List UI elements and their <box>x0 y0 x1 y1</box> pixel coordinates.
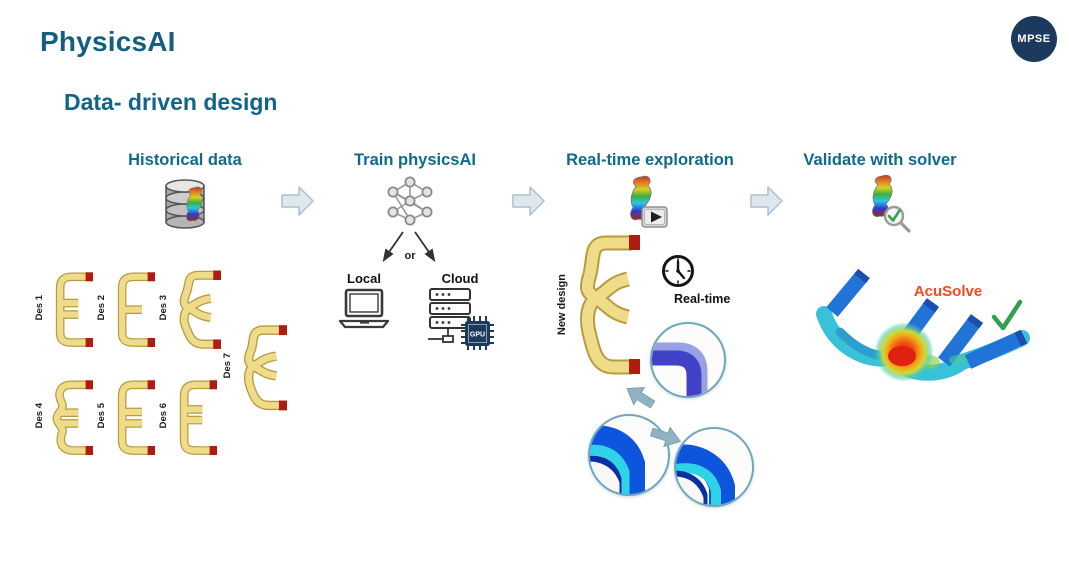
new-design-label: New design <box>556 274 568 336</box>
design-thumbnail: Des 5 <box>96 368 155 464</box>
manifold-new-design <box>580 235 640 375</box>
gpu-chip-icon: GPU <box>461 316 494 350</box>
manifold-des5 <box>117 380 155 456</box>
cfd-result-manifold <box>816 268 1030 382</box>
design-label: Des 5 <box>96 403 107 429</box>
manifold-des3 <box>179 270 221 349</box>
page-subtitle: Data- driven design <box>64 89 278 115</box>
realtime-label: Real-time <box>674 292 731 306</box>
design-label: Des 1 <box>34 295 45 321</box>
zoom-detail-circle-2 <box>588 414 670 496</box>
mpse-logo-label: MPSE <box>1017 33 1051 45</box>
step-heading-validate-solver: Validate with solver <box>803 151 957 169</box>
zoom-detail-circle-3 <box>674 427 754 507</box>
design-label: Des 2 <box>96 295 107 321</box>
manifold-des4 <box>52 380 93 456</box>
manifold-des2 <box>117 272 155 348</box>
local-label: Local <box>347 271 381 286</box>
design-label: Des 6 <box>158 403 169 429</box>
design-thumbnail: Des 4 <box>34 368 93 464</box>
new-design-figure: New design <box>556 230 642 380</box>
design-thumbnail: Des 6 <box>158 368 217 464</box>
manifold-des1 <box>55 272 93 348</box>
checkmark-icon <box>887 209 901 222</box>
acusolve-label: AcuSolve <box>913 283 983 300</box>
play-icon <box>651 211 662 223</box>
clock-icon <box>662 255 694 287</box>
step-heading-historical-data: Historical data <box>128 151 242 169</box>
manifold-des6 <box>179 380 217 456</box>
heatmap-part-play-icon <box>630 175 668 228</box>
design-thumbnail: Des 7 <box>222 316 287 416</box>
step-heading-realtime-exploration: Real-time exploration <box>566 151 734 169</box>
cloud-label: Cloud <box>441 271 479 286</box>
design-label: Des 4 <box>34 403 45 429</box>
step-heading-train-physicsai: Train physicsAI <box>354 151 476 169</box>
zoom-flow-arrow-icon <box>626 386 656 409</box>
checkmark-icon <box>991 299 1023 331</box>
or-label: or <box>404 250 416 262</box>
design-label: Des 7 <box>222 353 233 379</box>
design-thumbnail: Des 3 <box>158 260 221 356</box>
fork-arrows-icon <box>382 231 436 263</box>
zoom-flow-arrow-icon <box>649 426 682 448</box>
gpu-chip-label: GPU <box>470 332 485 339</box>
flow-arrow-icon <box>512 186 545 216</box>
heatmap-part-magnifier-icon <box>872 174 911 233</box>
design-label: Des 3 <box>158 295 169 321</box>
design-thumbnail: Des 1 <box>34 260 93 356</box>
laptop-icon <box>338 288 390 329</box>
manifold-des7 <box>243 325 287 411</box>
database-heatmap-icon <box>165 179 205 229</box>
server-gpu-icon: GPU <box>428 288 494 350</box>
page-title: PhysicsAI <box>40 26 176 57</box>
mpse-logo: MPSE <box>1011 16 1057 62</box>
zoom-detail-circle-1 <box>650 322 726 398</box>
design-thumbnail: Des 2 <box>96 260 155 356</box>
flow-arrow-icon <box>750 186 783 216</box>
flow-arrow-icon <box>281 186 314 216</box>
neural-network-icon <box>387 176 433 226</box>
